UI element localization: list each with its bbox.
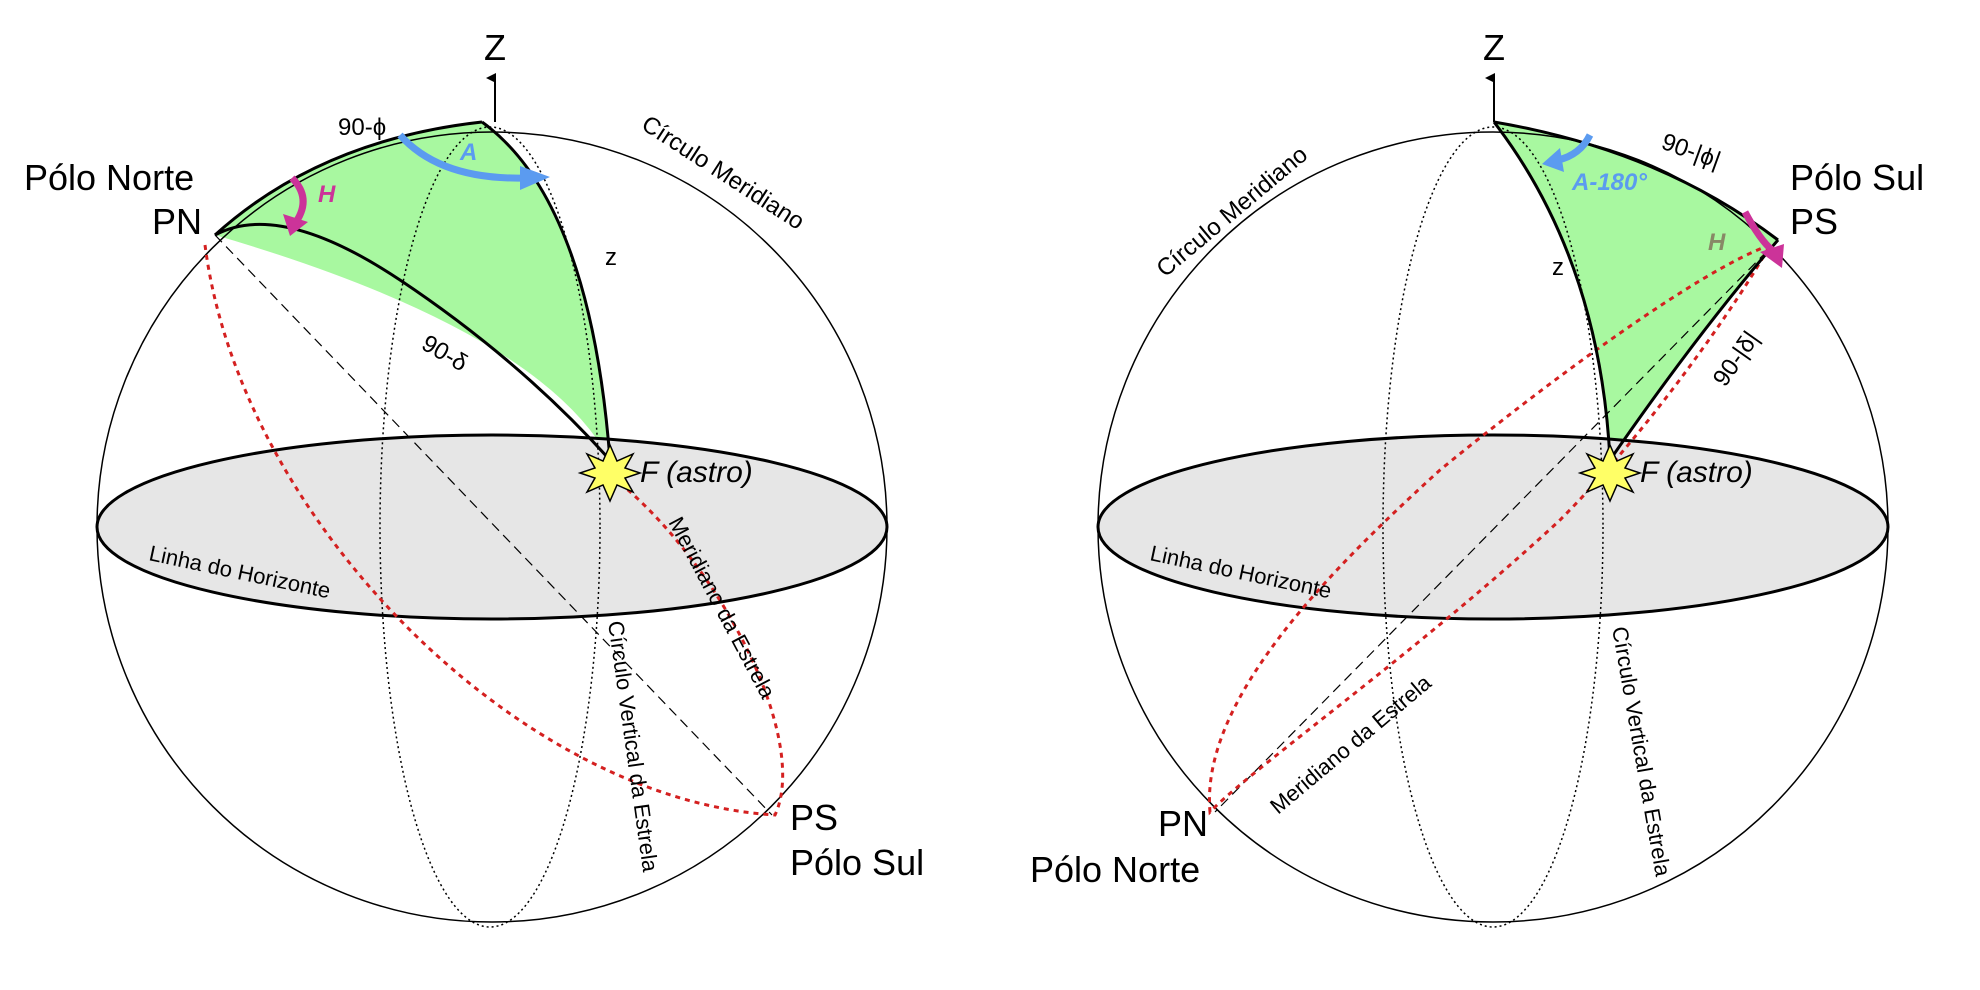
right-codeclination-label: 90-|δ| — [1708, 326, 1765, 391]
left-azimuth-arrowhead — [520, 166, 550, 190]
left-south-pole-name: Pólo Sul — [790, 842, 924, 883]
right-arc-zenith-distance — [1492, 121, 1612, 461]
left-star-meridian-line — [203, 244, 785, 817]
right-north-pole-abbr: PN — [1158, 803, 1208, 844]
right-colatitude-label: 90-|ϕ| — [1658, 128, 1724, 174]
left-horizon-plane — [95, 433, 889, 621]
left-arc-codeclination — [214, 222, 612, 462]
left-vertical-circle-label: Círculo Vertical da Estrela — [603, 619, 663, 874]
right-star-label: F (astro) — [1640, 456, 1753, 489]
right-horizon-plane — [1096, 433, 1890, 621]
right-zenith-distance-label: z — [1552, 254, 1564, 281]
right-hour-angle-label: H — [1708, 229, 1726, 256]
right-celestial-sphere — [1097, 131, 1889, 923]
left-codeclination-label: 90-δ — [417, 330, 472, 377]
left-arc-zenith-distance — [481, 120, 612, 461]
right-arc-codeclination — [1608, 239, 1780, 461]
left-north-pole-name: Pólo Norte — [24, 157, 194, 198]
right-vertical-circle-label: Círculo Vertical da Estrela — [1607, 625, 1676, 879]
left-colatitude-label: 90-ϕ — [338, 114, 386, 141]
left-south-pole-abbr: PS — [790, 797, 838, 838]
right-star-icon — [1577, 443, 1643, 503]
left-azimuth-arrow — [397, 132, 526, 182]
right-zenith-label: Z — [1483, 27, 1505, 68]
left-arc-colatitude — [213, 120, 483, 237]
left-astronomical-triangle — [215, 122, 610, 460]
left-meridian-circle-label: Círculo Meridiano — [637, 110, 809, 235]
left-north-pole-abbr: PN — [152, 201, 202, 242]
left-celestial-sphere — [96, 131, 888, 923]
left-zenith-label: Z — [484, 27, 506, 68]
left-hour-angle-arrowhead — [283, 214, 308, 236]
left-azimuth-label: A — [459, 139, 477, 166]
right-star-meridian-line — [1207, 243, 1772, 816]
left-pole-axis — [214, 234, 773, 816]
right-south-pole-name: Pólo Sul — [1790, 157, 1924, 198]
right-north-pole-name: Pólo Norte — [1030, 849, 1200, 890]
right-south-pole-abbr: PS — [1790, 201, 1838, 242]
left-star-label: F (astro) — [640, 456, 753, 489]
left-hour-angle-arrow — [289, 175, 307, 224]
right-meridian-circle-label: Círculo Meridiano — [1152, 141, 1313, 283]
left-hour-angle-label: H — [318, 181, 336, 208]
right-pole-axis — [1214, 239, 1779, 813]
right-astronomical-triangle — [1494, 122, 1778, 460]
right-hour-angle-arrowhead — [1760, 244, 1784, 268]
left-zenith-distance-label: z — [605, 244, 617, 271]
right-azimuth-label: A-180° — [1571, 169, 1647, 196]
right-vertical-circle-line — [1382, 126, 1604, 928]
right-diagram: Z A-180° 90-|ϕ| Pólo Sul PS H Círculo Me… — [1030, 27, 1924, 928]
right-azimuth-arrowhead — [1542, 148, 1564, 172]
right-hour-angle-arrow — [1741, 210, 1775, 253]
left-diagram: Z 90-ϕ A H Pólo Norte PN Círculo Meridia… — [24, 27, 924, 928]
left-star-icon — [577, 443, 643, 503]
